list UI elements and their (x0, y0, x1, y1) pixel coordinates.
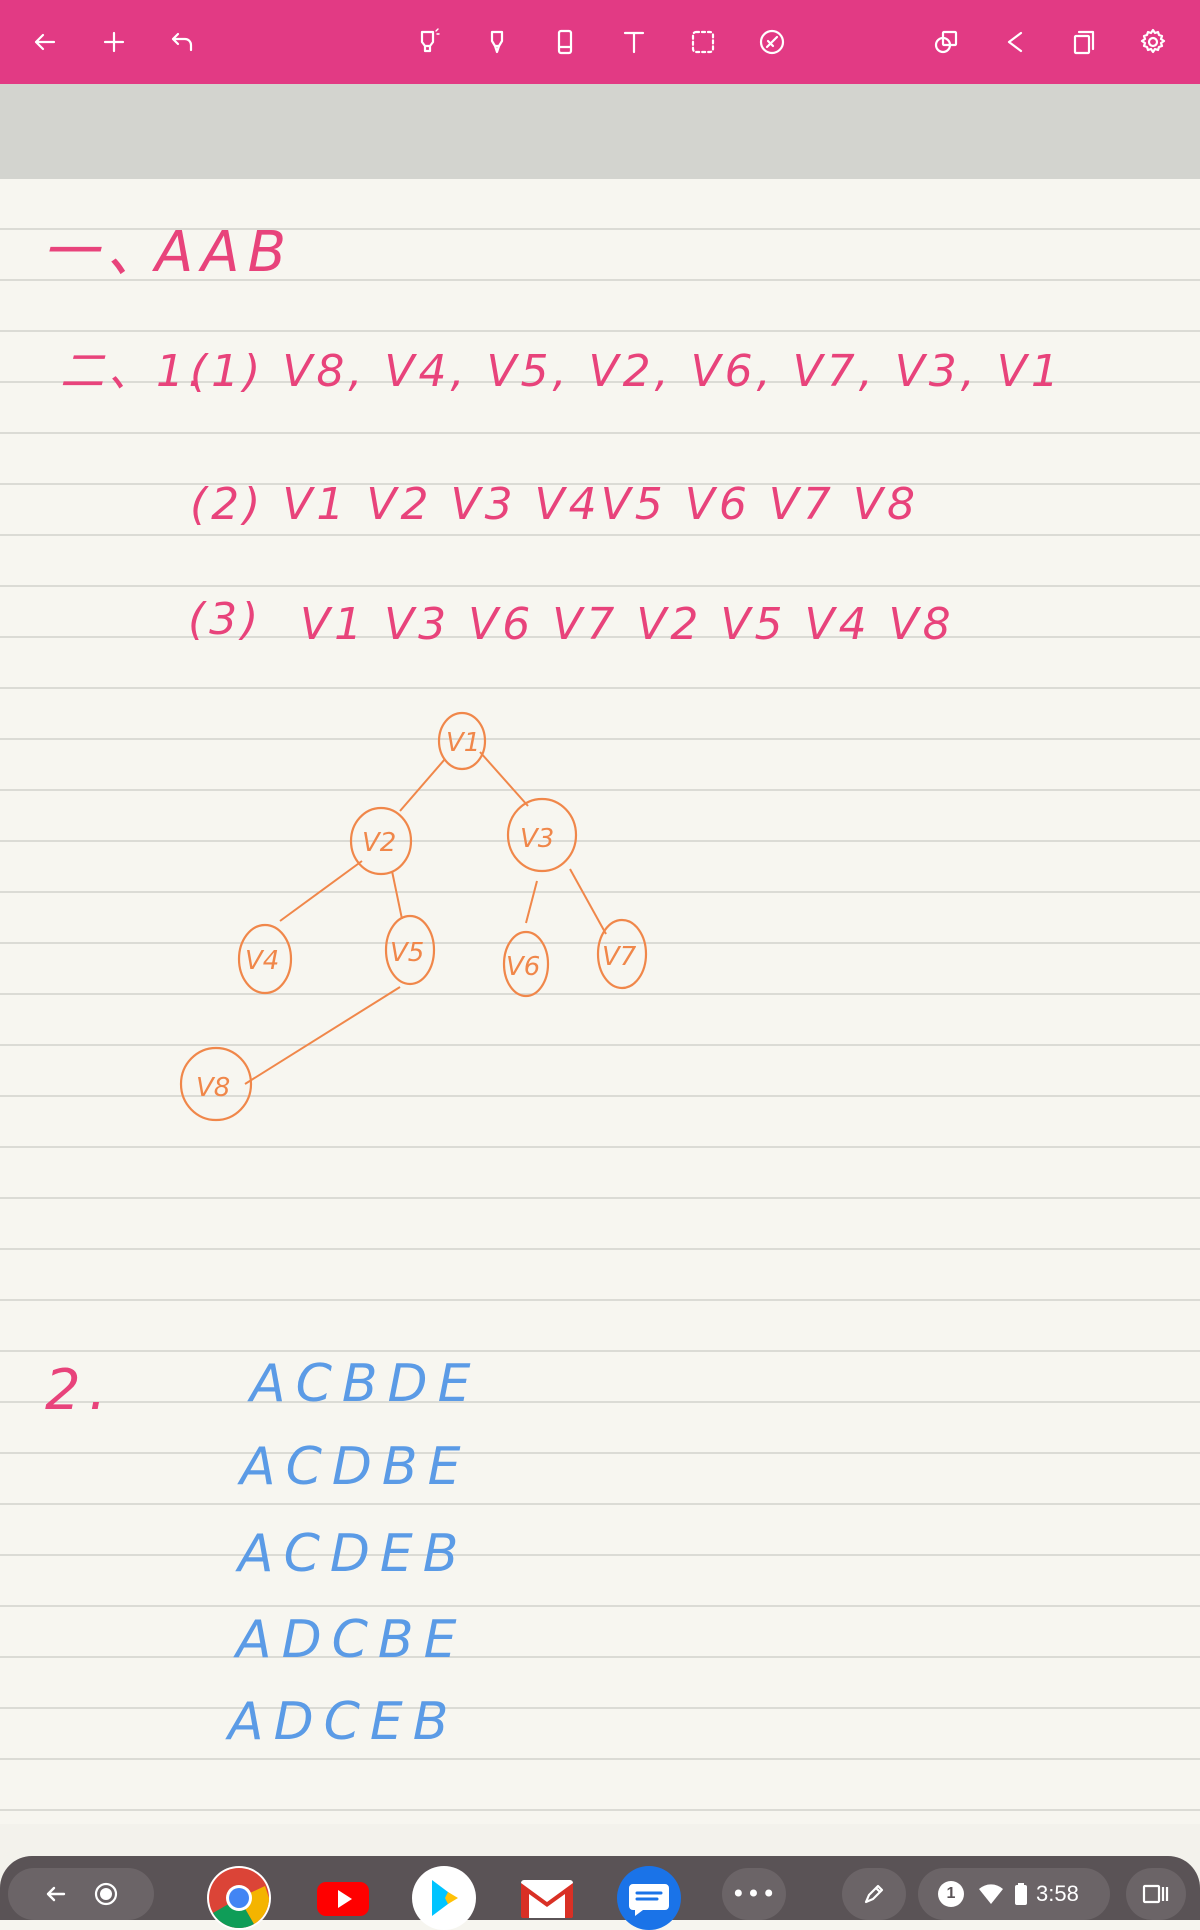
tree-node-v5 (384, 914, 436, 986)
text-icon[interactable] (609, 17, 659, 67)
undo-icon[interactable] (158, 17, 208, 67)
q2-1-label: 二、1. (60, 346, 206, 397)
edge-v2-v5 (391, 870, 403, 920)
share-icon[interactable] (990, 17, 1040, 67)
lasso-select-icon[interactable] (678, 17, 728, 67)
q2-1-part3: V1 V3 V6 V7 V2 V5 V4 V8 (300, 599, 955, 650)
plus-icon[interactable] (89, 17, 139, 67)
marker-icon[interactable] (472, 17, 522, 67)
gmail-icon[interactable] (515, 1866, 579, 1930)
shapes-icon[interactable] (921, 17, 971, 67)
more-icon[interactable]: ••• (722, 1868, 786, 1920)
chrome-icon[interactable] (207, 1866, 271, 1930)
q2-2-answer-1: ACBDE (247, 1354, 480, 1414)
app-toolbar (0, 0, 1200, 84)
tree-node-v8 (179, 1046, 253, 1122)
tree-node-v4-label: V4 (245, 946, 279, 976)
notification-badge: 1 (938, 1881, 964, 1907)
q1-label: 一、 (42, 220, 170, 285)
stylus-icon[interactable] (842, 1868, 906, 1920)
nav-pill (8, 1868, 154, 1920)
tree-node-v7 (596, 918, 648, 990)
pages-icon[interactable] (1059, 17, 1109, 67)
ruled-lines (0, 228, 1200, 1811)
no-pen-icon[interactable] (747, 17, 797, 67)
clock-time: 3:58 (1036, 1881, 1079, 1906)
edge-v2-v4 (279, 860, 363, 922)
q2-1-part1: (1) V8, V4, V5, V2, V6, V7, V3, V1 (190, 346, 1063, 397)
tree-node-v6 (502, 930, 550, 998)
q2-1-part2: (2) V1 V2 V3 V4V5 V6 V7 V8 (190, 479, 919, 530)
handwriting-layer: 一、 AAB 二、1. (1) V8, V4, V5, V2, V6, V7, … (42, 220, 1063, 1752)
overview-icon[interactable] (1126, 1868, 1186, 1920)
status-area[interactable]: 1 3:58 (918, 1868, 1110, 1920)
highlighter-pen-icon[interactable] (403, 17, 453, 67)
tree-node-v1 (437, 711, 487, 771)
edge-v5-v8 (244, 986, 401, 1085)
page-margin-band (0, 84, 1200, 179)
gear-icon[interactable] (1128, 17, 1178, 67)
play-store-icon[interactable] (412, 1866, 476, 1930)
q2-2-answer-5: ADCEB (225, 1692, 458, 1752)
tree-node-v8-label: V8 (196, 1073, 230, 1103)
tree-node-v3-label: V3 (520, 824, 554, 854)
q2-2-label: 2. (45, 1358, 114, 1423)
q2-2-answer-3: ACDEB (235, 1524, 468, 1584)
tree-node-v3 (506, 797, 578, 873)
tree-node-v2-label: V2 (362, 828, 396, 858)
edge-v1-v3 (479, 751, 529, 807)
tree-node-v1-label: V1 (446, 728, 480, 758)
q2-2-answer-2: ACDBE (237, 1437, 470, 1497)
tree-node-v4 (237, 923, 293, 995)
battery-icon (1015, 1883, 1027, 1905)
eraser-icon[interactable] (540, 17, 590, 67)
q2-1-part3-label: (3) (188, 594, 262, 645)
q2-2-answer-4: ADCBE (233, 1610, 466, 1670)
tree-node-v2 (349, 806, 413, 876)
tree-node-v6-label: V6 (506, 952, 540, 982)
q1-answer: AAB (152, 220, 294, 285)
tree-node-v7-label: V7 (602, 942, 637, 972)
edge-v1-v2 (399, 758, 446, 812)
binary-tree-diagram: V1 V2 V3 V4 V5 V6 V7 V8 (179, 711, 648, 1122)
note-page[interactable]: 一、 AAB 二、1. (1) V8, V4, V5, V2, V6, V7, … (0, 179, 1200, 1824)
tree-node-v5-label: V5 (390, 938, 424, 968)
launcher-icon[interactable] (81, 1869, 131, 1919)
messages-icon[interactable] (617, 1866, 681, 1930)
back-icon[interactable] (31, 1869, 81, 1919)
edge-v3-v6 (525, 880, 538, 924)
youtube-icon[interactable] (311, 1866, 375, 1930)
notification-count: 1 (946, 1885, 956, 1902)
wifi-icon (979, 1884, 1003, 1904)
edge-v3-v7 (569, 868, 607, 935)
back-arrow-icon[interactable] (20, 17, 70, 67)
